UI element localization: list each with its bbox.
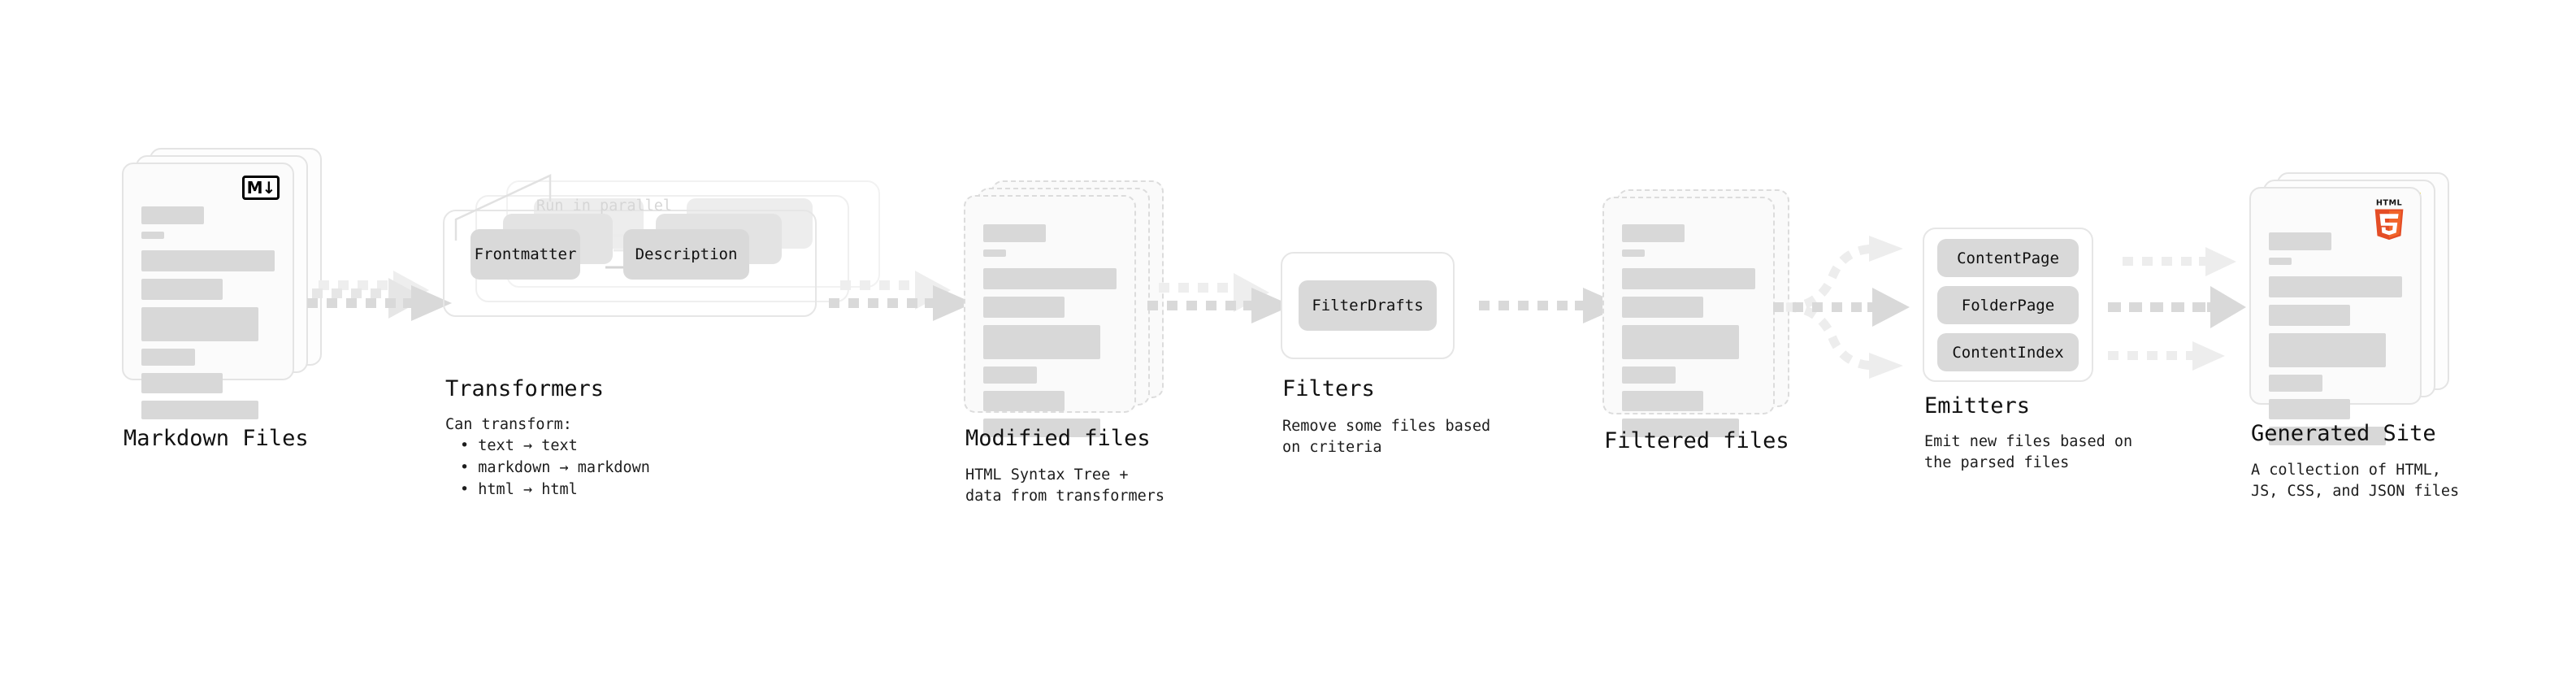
- filtered-files-title: Filtered files: [1604, 428, 1789, 453]
- bullet-dot: •: [460, 459, 479, 476]
- placeholder-bar: [141, 232, 164, 239]
- placeholder-bar: [2269, 258, 2292, 265]
- placeholder-bar: [141, 349, 195, 366]
- filtered-card-front: [1602, 197, 1775, 437]
- placeholder-bar: [2269, 399, 2351, 419]
- placeholder-bar: [983, 268, 1117, 289]
- connector-emitters-to-site: [2108, 247, 2246, 371]
- placeholder-bar: [141, 279, 223, 300]
- emitters-desc: Emit new files based on the parsed files: [1924, 433, 2133, 472]
- bullet-dot: •: [460, 437, 479, 454]
- emitters-pill-contentindex[interactable]: ContentIndex: [1937, 333, 2079, 371]
- filters-title: Filters: [1282, 376, 1375, 401]
- emitters-pill-folderpage[interactable]: FolderPage: [1937, 286, 2079, 324]
- placeholder-bar: [2269, 375, 2322, 392]
- markdown-files-title: Markdown Files: [124, 426, 309, 451]
- placeholder-bar: [983, 249, 1006, 257]
- markdown-card-front: M↓: [122, 163, 294, 419]
- placeholder-bar: [2269, 427, 2387, 445]
- placeholder-bar: [1622, 224, 1685, 242]
- svg-text:HTML: HTML: [2376, 199, 2402, 208]
- markdown-card-placeholder-lines: [141, 206, 275, 427]
- connector-transformers-to-modified: [829, 271, 974, 321]
- modified-card-front: [964, 195, 1136, 437]
- placeholder-bar: [983, 297, 1065, 318]
- placeholder-bar: [2269, 232, 2332, 250]
- html5-badge: HTML: [2374, 199, 2404, 241]
- placeholder-bar: [1622, 249, 1645, 257]
- placeholder-bar: [2269, 276, 2402, 297]
- transformers-bullet-1: • text → text: [460, 436, 578, 457]
- bullet-text: html → html: [478, 481, 578, 498]
- placeholder-bar: [983, 325, 1101, 359]
- transformers-title: Transformers: [445, 376, 605, 401]
- placeholder-bar: [983, 391, 1065, 411]
- markdown-badge: M↓: [242, 176, 280, 200]
- placeholder-bar: [141, 250, 275, 271]
- transformer-pill-frontmatter[interactable]: Frontmatter: [471, 229, 580, 280]
- generated-site-desc: A collection of HTML, JS, CSS, and JSON …: [2251, 462, 2460, 501]
- bullet-text: text → text: [478, 437, 578, 454]
- placeholder-bar: [141, 206, 205, 224]
- run-in-parallel-label: Run in parallel: [536, 197, 673, 215]
- transformers-bullet-3: • html → html: [460, 479, 578, 501]
- placeholder-bar: [141, 373, 223, 393]
- emitters-title: Emitters: [1924, 393, 2031, 419]
- modified-files-title: Modified files: [965, 426, 1151, 451]
- site-card-placeholder-lines: [2269, 232, 2402, 453]
- site-card-front-html: HTML: [2249, 187, 2422, 445]
- filters-pill-filterdrafts[interactable]: FilterDrafts: [1299, 280, 1437, 331]
- placeholder-bar: [983, 224, 1047, 242]
- run-in-parallel-leader: [454, 174, 552, 241]
- connector-md-to-transformers: [307, 271, 452, 321]
- transformer-panel-front: [443, 210, 817, 317]
- filtered-card-placeholder-lines: [1622, 224, 1755, 445]
- placeholder-bar: [2269, 333, 2387, 367]
- placeholder-bar: [1622, 268, 1755, 289]
- connector-filtered-to-emitters-fanout: [1773, 236, 1910, 379]
- transformers-bullet-2: • markdown → markdown: [460, 458, 650, 479]
- placeholder-bar: [1622, 325, 1740, 359]
- transformers-desc: Can transform:: [445, 416, 572, 433]
- placeholder-bar: [983, 367, 1037, 384]
- placeholder-bar: [1622, 367, 1676, 384]
- placeholder-bar: [1622, 419, 1740, 437]
- bullet-text: markdown → markdown: [478, 459, 650, 476]
- placeholder-bar: [1622, 391, 1704, 411]
- transformer-pill-description[interactable]: Description: [623, 229, 749, 280]
- placeholder-bar: [2269, 305, 2351, 326]
- modified-files-desc: HTML Syntax Tree + data from transformer…: [965, 466, 1165, 505]
- placeholder-bar: [983, 419, 1101, 437]
- placeholder-bar: [141, 307, 259, 341]
- placeholder-bar: [141, 401, 259, 419]
- generated-site-title: Generated Site: [2251, 421, 2436, 446]
- placeholder-bar: [1622, 297, 1704, 318]
- bullet-dot: •: [460, 481, 479, 498]
- emitters-pill-contentpage[interactable]: ContentPage: [1937, 239, 2079, 277]
- connector-modified-to-filters: [1147, 273, 1292, 323]
- filters-desc: Remove some files based on criteria: [1282, 418, 1491, 457]
- modified-card-placeholder-lines: [983, 224, 1117, 445]
